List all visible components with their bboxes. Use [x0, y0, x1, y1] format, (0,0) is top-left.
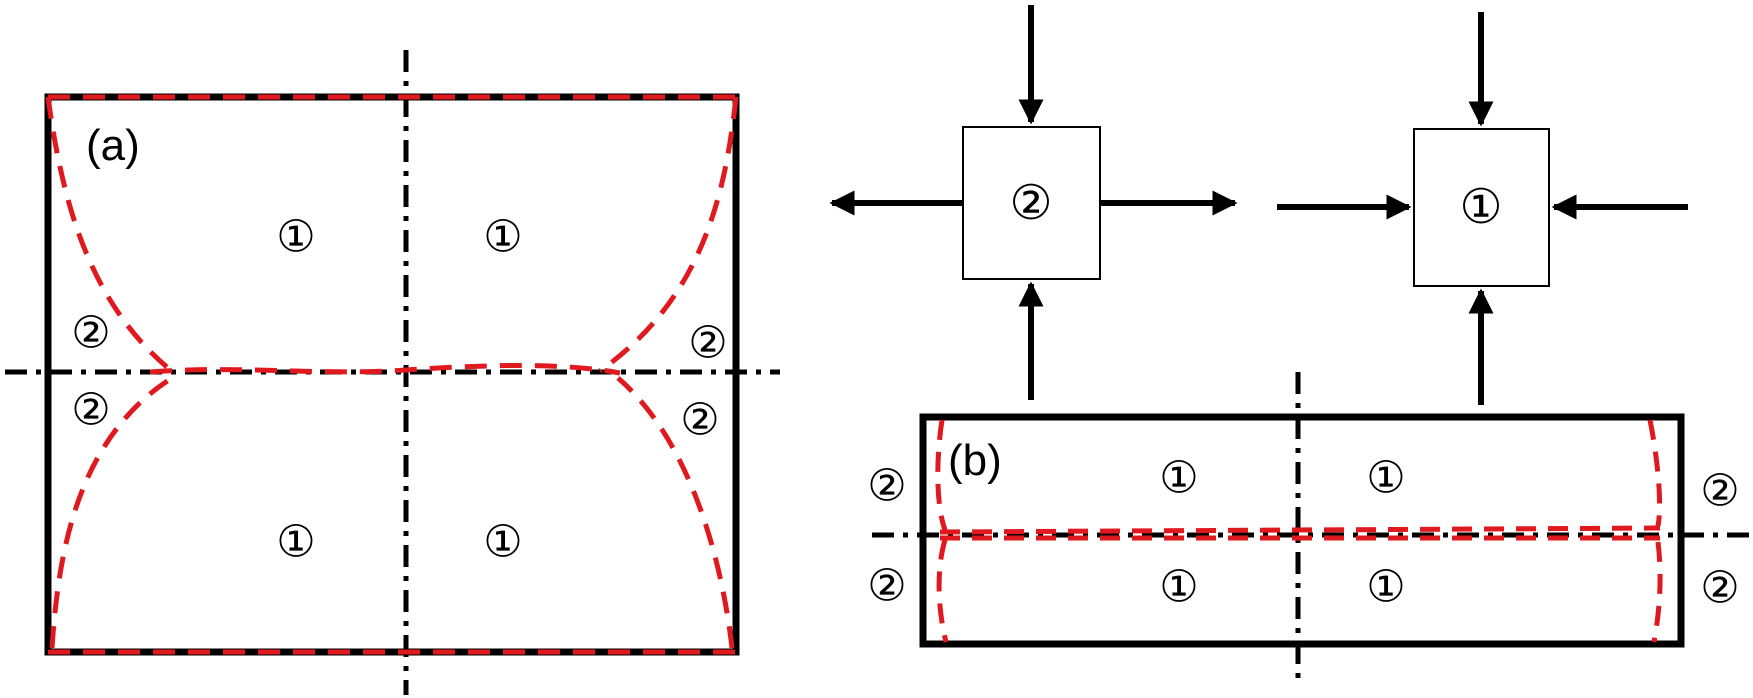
panel-a-middle-curve: [149, 363, 621, 376]
panel-b-edge-right-lower: ②: [1700, 563, 1739, 614]
panel-b: (b) ① ① ① ① ② ② ② ②: [867, 372, 1750, 680]
panel-b-frame: [919, 413, 1685, 648]
panel-a-upper-right-curve: [598, 96, 739, 374]
panel-b-zone-bottom-right: ①: [1366, 562, 1405, 613]
panel-a-zone-bottom-right: ①: [483, 517, 522, 568]
stress-element-1-box: [1413, 128, 1550, 287]
panel-b-upper-red-line: [939, 525, 1661, 535]
stress-element-2: ②: [829, 5, 1238, 400]
panel-b-label: (b): [948, 436, 1002, 485]
panel-a-lower-left-curve: [49, 375, 174, 649]
panel-b-zone-bottom-left: ①: [1159, 562, 1198, 613]
panel-b-left-upper-curve: [935, 419, 948, 531]
panel-a-edge-left-lower: ②: [71, 385, 110, 436]
panel-a: (a) ① ① ① ① ② ② ② ②: [5, 50, 780, 695]
panel-a-zone-labels: ① ① ① ① ② ② ② ②: [71, 212, 727, 568]
panel-b-edge-left-upper: ②: [867, 461, 906, 512]
panel-a-edge-right-upper: ②: [688, 318, 727, 369]
stress-element-2-label: ②: [1009, 175, 1052, 231]
panel-a-zone-bottom-left: ①: [276, 517, 315, 568]
panel-b-zone-labels: ① ① ① ① ② ② ② ②: [867, 453, 1739, 614]
stress-element-1-arrows: [1277, 12, 1688, 405]
panel-a-edge-right-lower: ②: [680, 395, 719, 446]
panel-a-zone-top-left: ①: [276, 212, 315, 263]
stress-element-2-box: [962, 126, 1101, 280]
panel-b-deformed-boundary: [935, 419, 1663, 643]
panel-b-edge-right-upper: ②: [1700, 466, 1739, 517]
panel-a-upper-left-curve: [45, 96, 170, 370]
panel-b-zone-top-left: ①: [1159, 453, 1198, 504]
stress-element-1: ①: [1277, 12, 1688, 405]
panel-a-label: (a): [86, 121, 140, 170]
panel-b-left-lower-curve: [936, 539, 949, 643]
panel-a-lower-right-curve: [616, 376, 735, 649]
stress-element-1-label: ①: [1459, 179, 1502, 235]
panel-a-zone-top-right: ①: [483, 212, 522, 263]
panel-b-right-upper-curve: [1647, 419, 1663, 527]
panel-a-edge-left-upper: ②: [71, 308, 110, 359]
panel-b-edge-left-lower: ②: [867, 561, 906, 612]
panel-b-right-lower-curve: [1651, 541, 1663, 643]
stress-element-2-arrows: [829, 5, 1238, 400]
panel-b-zone-top-right: ①: [1366, 453, 1405, 504]
panel-a-deformed-boundary: [45, 94, 739, 655]
